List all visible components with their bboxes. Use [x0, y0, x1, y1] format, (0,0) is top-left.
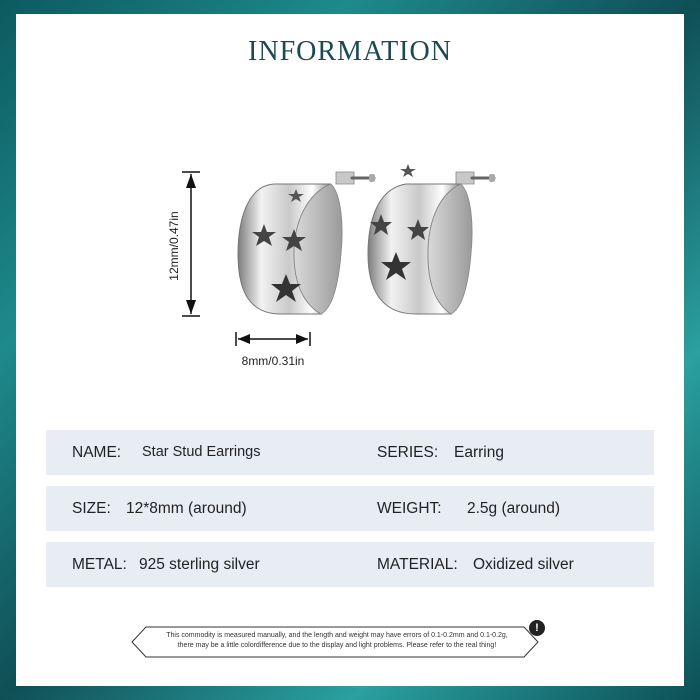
notice-text: This commodity is measured manually, and…	[152, 631, 522, 651]
name-value: Star Stud Earrings	[142, 444, 261, 460]
exclamation-icon: !	[529, 620, 545, 636]
spec-row-metal: METAL: 925 sterling silver MATERIAL: Oxi…	[46, 542, 654, 587]
notice-line-1: This commodity is measured manually, and…	[166, 632, 508, 639]
earrings-product-image: 12mm/0.47in 8mm/0.31in	[167, 164, 496, 368]
notice-frame	[131, 626, 539, 658]
width-label: 8mm/0.31in	[242, 354, 305, 368]
width-dimension-arrow	[235, 332, 311, 346]
size-label: SIZE:	[72, 500, 111, 517]
disclaimer-notice: This commodity is measured manually, and…	[124, 620, 545, 658]
size-value: 12*8mm (around)	[126, 500, 247, 517]
info-panel: INFORMATION	[16, 14, 684, 686]
height-label: 12mm/0.47in	[167, 211, 181, 280]
material-label: MATERIAL:	[377, 556, 458, 573]
spec-row-size: SIZE: 12*8mm (around) WEIGHT: 2.5g (arou…	[46, 486, 654, 531]
notice-line-2: there may be a little colordifference du…	[177, 642, 497, 649]
name-label: NAME:	[72, 444, 122, 461]
height-dimension-arrow	[182, 171, 200, 317]
weight-label: WEIGHT:	[377, 500, 442, 517]
metal-value: 925 sterling silver	[139, 556, 260, 573]
series-label: SERIES:	[377, 444, 439, 461]
series-value: Earring	[454, 444, 504, 461]
material-value: Oxidized silver	[473, 556, 574, 573]
spec-row-name: NAME: Star Stud Earrings SERIES: Earring	[46, 430, 654, 475]
right-earring	[367, 164, 496, 315]
left-earring	[237, 171, 376, 315]
page-title: INFORMATION	[248, 36, 452, 67]
weight-value: 2.5g (around)	[467, 500, 561, 517]
metal-label: METAL:	[72, 556, 127, 573]
